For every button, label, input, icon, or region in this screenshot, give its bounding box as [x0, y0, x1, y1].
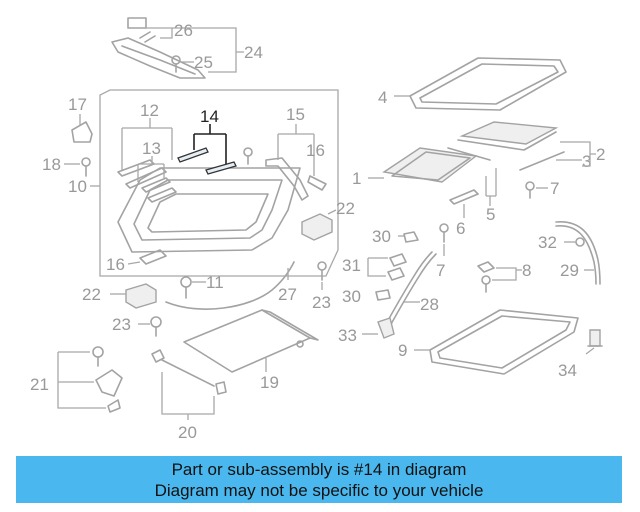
- part-14-highlighted: [177, 147, 237, 175]
- callout-16-lower: 16: [106, 255, 125, 274]
- callout-5: 5: [486, 205, 495, 224]
- leader-5: [485, 168, 497, 206]
- callout-34: 34: [558, 361, 577, 380]
- leader-26: [146, 27, 173, 39]
- part-34-grommet: [587, 329, 603, 347]
- leader-2: [560, 141, 596, 167]
- callout-33: 33: [338, 326, 357, 345]
- callout-21: 21: [30, 375, 49, 394]
- callout-25: 25: [194, 53, 213, 72]
- part-1-glass: [382, 147, 478, 183]
- subassembly-box: [99, 89, 339, 277]
- part-6-seal: [449, 189, 479, 205]
- part-22-motor-lower: [125, 283, 157, 309]
- callout-29: 29: [560, 261, 579, 280]
- callout-10: 10: [68, 177, 87, 196]
- part-25-screw: [171, 55, 181, 73]
- leader-16-lower: [127, 261, 141, 265]
- leader-12: [121, 118, 173, 170]
- leader-8: [492, 267, 522, 281]
- banner-line-2: Diagram may not be specific to your vehi…: [154, 481, 484, 500]
- leader-31: [367, 257, 388, 277]
- part-15-rail: [265, 157, 309, 201]
- part-7-bolt-upper: [525, 181, 535, 199]
- callout-11: 11: [206, 273, 224, 292]
- part-32-clip: [575, 237, 585, 247]
- callout-1: 1: [352, 169, 361, 188]
- part-27-cable: [165, 261, 295, 310]
- part-20-rod: [151, 349, 227, 395]
- part-7-bolt-lower: [439, 223, 449, 243]
- callout-23-left: 23: [112, 315, 131, 334]
- leader-15: [277, 124, 315, 176]
- part-23-bolt-right: [317, 261, 327, 281]
- leader-13: [137, 156, 165, 182]
- part-13-guides: [141, 177, 177, 203]
- part-16-clip-upper: [307, 175, 327, 191]
- callout-3: 3: [582, 152, 591, 171]
- callout-9: 9: [398, 341, 407, 360]
- callout-24: 24: [244, 43, 263, 62]
- part-11-bolt: [180, 276, 192, 299]
- leader-34: [585, 347, 595, 355]
- callout-28: 28: [420, 295, 439, 314]
- callout-27: 27: [278, 285, 297, 304]
- callout-4: 4: [378, 88, 387, 107]
- part-29-hose-b: [555, 225, 597, 285]
- part-30-clip-upper: [403, 231, 419, 243]
- leader-24: [172, 27, 244, 73]
- part-19-sunshade: [183, 309, 319, 373]
- callout-32: 32: [538, 233, 557, 252]
- callout-7-upper: 7: [550, 179, 559, 198]
- leader-14: [193, 124, 227, 164]
- part-29-hose: [555, 221, 601, 285]
- callout-8: 8: [522, 261, 531, 280]
- callout-19: 19: [260, 373, 279, 392]
- part-4-glass-seal: [409, 57, 567, 111]
- callout-6: 6: [456, 219, 465, 238]
- banner-line-1: Part or sub-assembly is #14 in diagram: [171, 460, 467, 479]
- callout-30-lower: 30: [342, 287, 361, 306]
- part-26-clip: [127, 17, 156, 43]
- callout-16-upper: 16: [306, 141, 325, 160]
- callout-17: 17: [68, 95, 87, 114]
- callout-2: 2: [596, 145, 605, 164]
- leader-22-upper: [327, 209, 337, 215]
- leader-21: [57, 351, 106, 409]
- leader-20: [161, 372, 215, 420]
- callout-31: 31: [342, 256, 361, 275]
- callout-13: 13: [142, 139, 161, 158]
- callout-22-lower: 22: [82, 285, 101, 304]
- part-28-hose: [385, 251, 433, 325]
- part-3-glass: [447, 121, 565, 171]
- sunroof-frame: [117, 147, 301, 253]
- callout-22-upper: 22: [336, 199, 355, 218]
- info-banner: Part or sub-assembly is #14 in diagram D…: [16, 456, 622, 503]
- callout-30-upper: 30: [372, 227, 391, 246]
- part-16-clip-lower: [139, 249, 167, 265]
- part-33-connector: [377, 317, 395, 339]
- part-23-bolt-left: [150, 316, 162, 337]
- callout-15: 15: [286, 105, 305, 124]
- parts-diagram: 26 25 24 12 13 14 15 16 17: [30, 17, 605, 442]
- part-22-motor-upper: [301, 213, 333, 241]
- part-8-bracket: [477, 261, 495, 293]
- part-28-hose-b: [389, 253, 437, 327]
- part-30-clip-lower: [375, 289, 391, 301]
- part-18-bolt: [81, 157, 91, 177]
- part-21-bracket: [92, 346, 123, 413]
- part-17-bracket: [71, 121, 93, 143]
- part-9-seal-ring: [429, 309, 579, 375]
- callout-18: 18: [42, 155, 61, 174]
- part-31-clips: [387, 253, 407, 281]
- callout-7-lower: 7: [436, 261, 445, 280]
- part-24-deflector: [111, 37, 206, 79]
- callout-12: 12: [140, 101, 159, 120]
- callout-20: 20: [178, 423, 197, 442]
- callout-26: 26: [174, 21, 193, 40]
- callout-23-right: 23: [312, 293, 331, 312]
- callout-14: 14: [200, 107, 219, 126]
